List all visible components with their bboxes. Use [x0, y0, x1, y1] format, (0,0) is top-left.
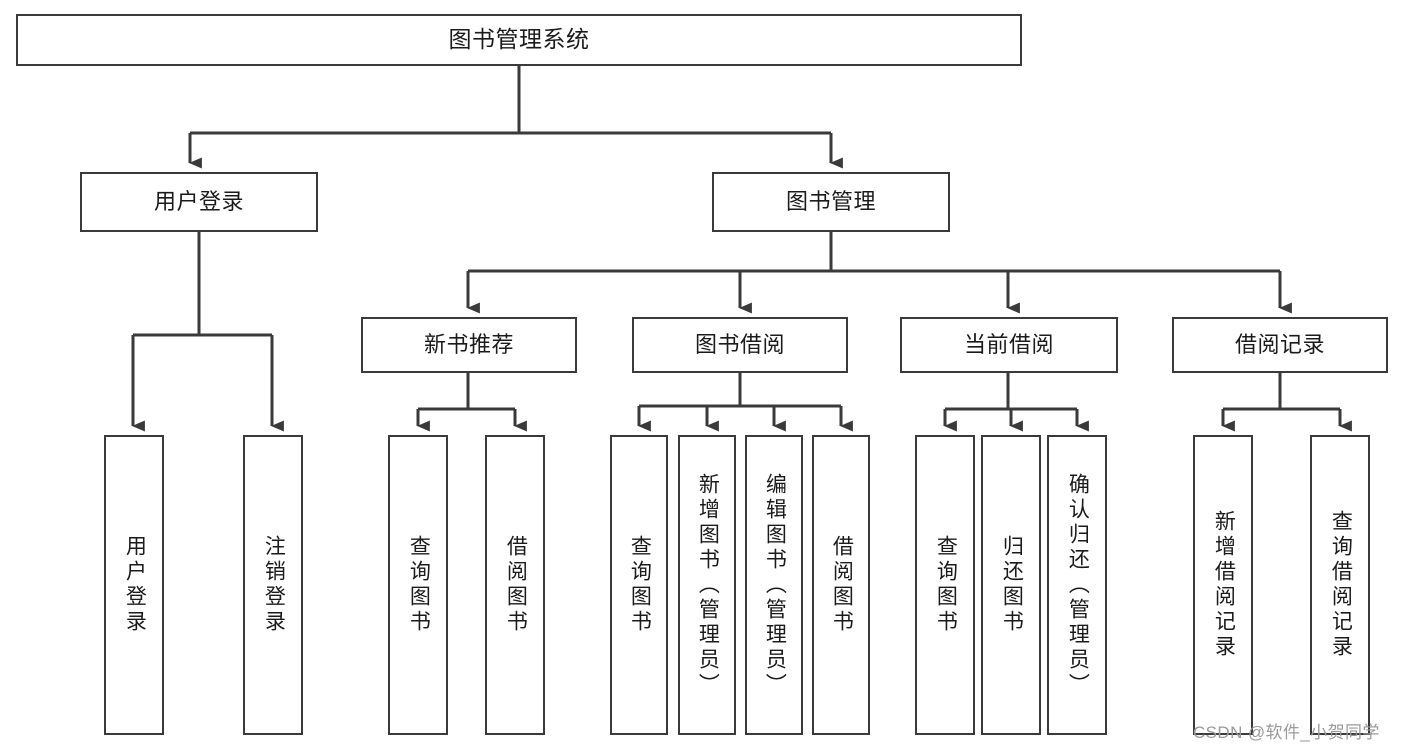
csdn-watermark: CSDN @软件_小贺同学 — [1193, 723, 1380, 742]
node-book-management-label: 图书管理 — [785, 189, 876, 215]
leaf-search-book-borrow[interactable]: 查询图书 — [610, 435, 668, 735]
node-new-book-recommend-label: 新书推荐 — [423, 332, 514, 358]
node-current-borrow[interactable]: 当前借阅 — [900, 317, 1118, 373]
leaf-edit-book-admin-label: 编辑图书（管理员） — [763, 472, 787, 698]
leaf-user-login[interactable]: 用户登录 — [104, 435, 164, 735]
node-root[interactable]: 图书管理系统 — [16, 14, 1022, 66]
leaf-borrow-book-recommend-label: 借阅图书 — [504, 535, 528, 635]
leaf-edit-book-admin[interactable]: 编辑图书（管理员） — [745, 435, 803, 735]
leaf-add-book-admin-label: 新增图书（管理员） — [696, 472, 720, 698]
leaf-borrow-book[interactable]: 借阅图书 — [812, 435, 870, 735]
leaf-borrow-book-label: 借阅图书 — [830, 535, 854, 635]
leaf-logout-label: 注销登录 — [262, 535, 286, 635]
leaf-logout[interactable]: 注销登录 — [243, 435, 303, 735]
leaf-search-borrow-record[interactable]: 查询借阅记录 — [1310, 435, 1370, 735]
node-borrow-record[interactable]: 借阅记录 — [1172, 317, 1388, 373]
leaf-search-book-current[interactable]: 查询图书 — [915, 435, 975, 735]
node-user-login[interactable]: 用户登录 — [80, 172, 318, 232]
leaf-search-book-current-label: 查询图书 — [934, 535, 958, 635]
leaf-borrow-book-recommend[interactable]: 借阅图书 — [485, 435, 545, 735]
leaf-return-book-label: 归还图书 — [1000, 535, 1024, 635]
leaf-user-login-label: 用户登录 — [123, 535, 147, 635]
leaf-search-borrow-record-label: 查询借阅记录 — [1329, 510, 1353, 660]
leaf-confirm-return-admin[interactable]: 确认归还（管理员） — [1047, 435, 1107, 735]
node-book-borrow[interactable]: 图书借阅 — [632, 317, 848, 373]
leaf-search-book-recommend[interactable]: 查询图书 — [388, 435, 448, 735]
node-book-borrow-label: 图书借阅 — [694, 332, 785, 358]
leaf-search-book-borrow-label: 查询图书 — [628, 535, 652, 635]
leaf-return-book[interactable]: 归还图书 — [981, 435, 1041, 735]
node-book-management[interactable]: 图书管理 — [712, 172, 950, 232]
leaf-confirm-return-admin-label: 确认归还（管理员） — [1066, 472, 1090, 698]
node-current-borrow-label: 当前借阅 — [963, 332, 1054, 358]
node-user-login-label: 用户登录 — [153, 189, 244, 215]
node-root-label: 图书管理系统 — [448, 26, 590, 53]
node-borrow-record-label: 借阅记录 — [1234, 332, 1325, 358]
leaf-add-book-admin[interactable]: 新增图书（管理员） — [678, 435, 736, 735]
leaf-search-book-recommend-label: 查询图书 — [407, 535, 431, 635]
leaf-add-borrow-record[interactable]: 新增借阅记录 — [1193, 435, 1253, 735]
node-new-book-recommend[interactable]: 新书推荐 — [361, 317, 577, 373]
leaf-add-borrow-record-label: 新增借阅记录 — [1212, 510, 1236, 660]
